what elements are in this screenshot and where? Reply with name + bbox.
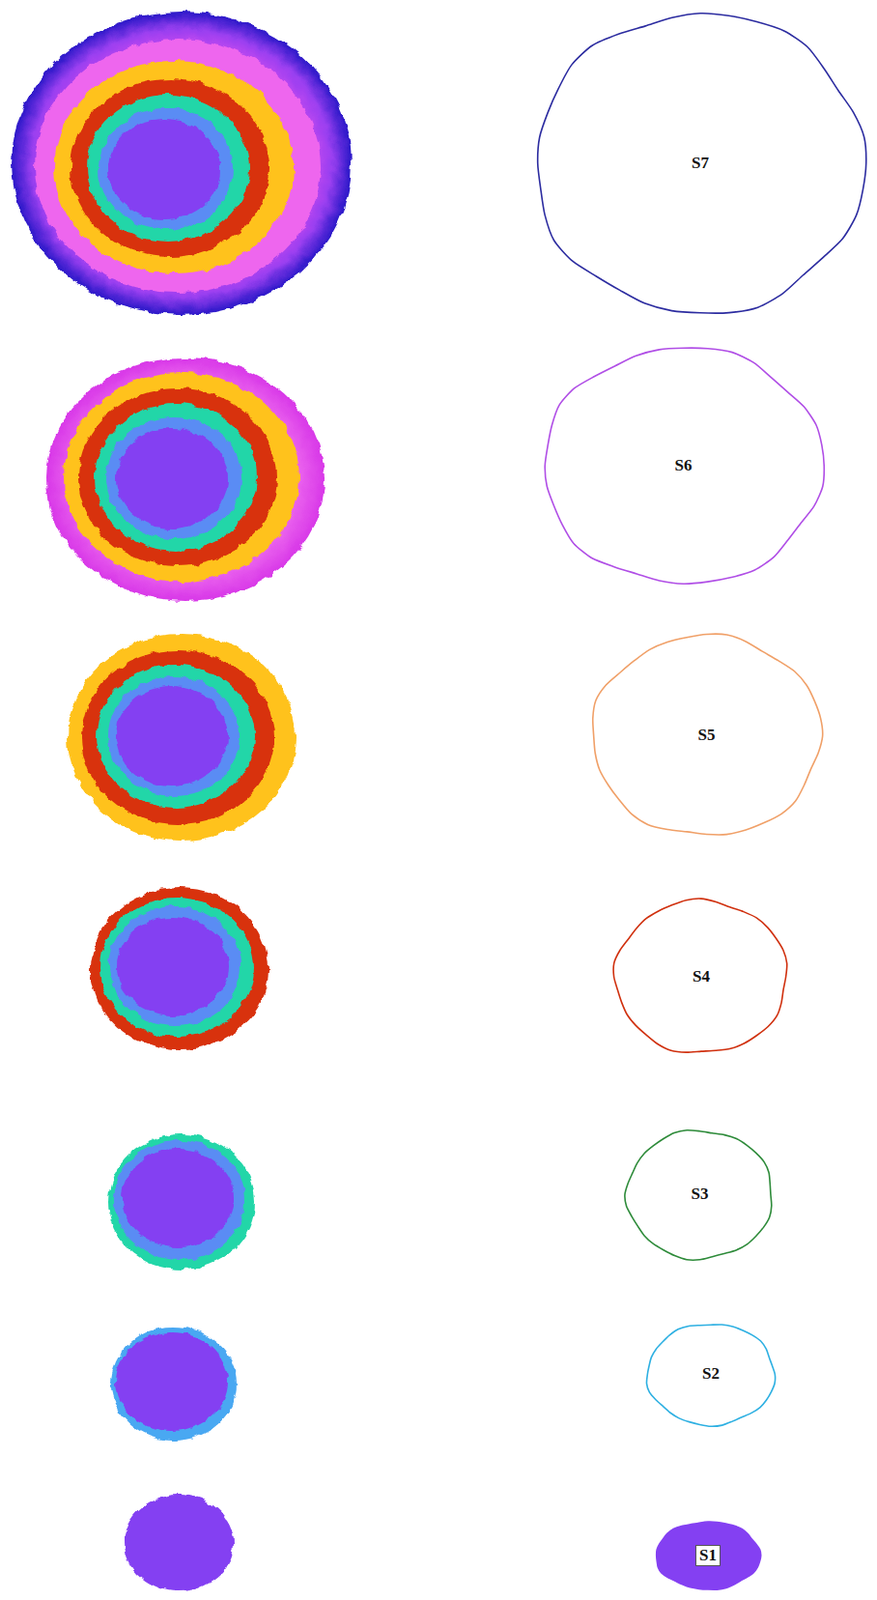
outline-path (593, 633, 823, 835)
outline-path (646, 1324, 775, 1426)
layer-outline: S5 (589, 632, 824, 839)
layer-outline: S7 (533, 10, 868, 316)
label-holder: S3 (623, 1127, 776, 1262)
outline-path (537, 13, 867, 313)
label-holder: S6 (540, 344, 826, 587)
outline-path (656, 1521, 762, 1589)
label-holder: S1 (652, 1518, 764, 1592)
stage-label: S3 (691, 1185, 709, 1204)
blob-s2 (111, 1326, 237, 1441)
label-holder: S5 (589, 632, 824, 839)
layer-outline: S1 (652, 1518, 764, 1592)
stage-label: S6 (675, 456, 693, 476)
blob-s7 (11, 11, 352, 315)
blob-s6 (46, 357, 325, 601)
blob-s1 (123, 1494, 234, 1591)
stage-label: S1 (695, 1544, 721, 1567)
layer-outline: S3 (623, 1127, 776, 1262)
layer-outline: S2 (644, 1320, 778, 1428)
blob-s5 (67, 633, 296, 841)
layer-outline: S6 (540, 344, 826, 587)
label-holder: S2 (644, 1320, 778, 1428)
stage-label: S5 (698, 726, 716, 745)
outline-path (613, 898, 788, 1052)
stage-label: S7 (691, 154, 709, 173)
blob-s4 (90, 887, 269, 1050)
stage-label: S4 (692, 967, 710, 987)
blob-s3 (108, 1133, 255, 1270)
layer-outline: S4 (612, 897, 791, 1056)
label-holder: S7 (533, 10, 868, 316)
stage-label: S2 (702, 1364, 720, 1384)
outline-path (544, 347, 824, 584)
label-holder: S4 (612, 897, 791, 1056)
outline-path (624, 1130, 772, 1260)
